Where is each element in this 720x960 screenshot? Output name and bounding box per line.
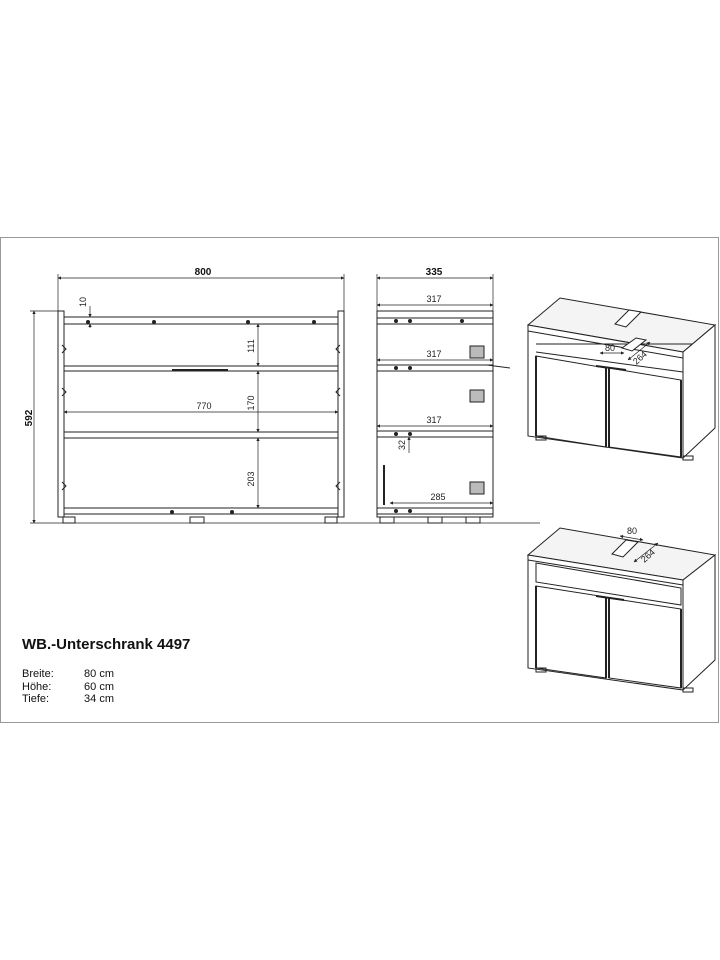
- hinge-middle: [469, 389, 485, 403]
- spec-row-depth: Tiefe: 34 cm: [22, 693, 114, 706]
- label-depth-top: 317: [426, 294, 441, 304]
- spec-value-depth: 34 cm: [84, 693, 114, 705]
- hinge-lower: [469, 481, 485, 495]
- foot-left: [62, 516, 76, 524]
- spec-label-height: Höhe:: [22, 680, 52, 693]
- label-compartment-middle: 170: [246, 395, 256, 410]
- label-depth: 335: [426, 267, 443, 278]
- left-side-panel: [57, 310, 65, 518]
- spec-label-width: Breite:: [22, 668, 54, 680]
- spec-value-width: 80 cm: [84, 668, 114, 680]
- product-title: WB.-Unterschrank 4497: [22, 636, 191, 653]
- spec-value-height: 60 cm: [84, 680, 114, 693]
- iso-view-open: [526, 297, 717, 461]
- side-view: [376, 310, 511, 524]
- foot-center: [189, 516, 205, 524]
- label-cutout-width-2: 80: [627, 526, 637, 536]
- label-depth-middle: 317: [426, 349, 441, 359]
- front-view: [30, 310, 540, 524]
- spec-row-width: Breite: 80 cm: [22, 668, 114, 681]
- top-panel: [63, 316, 339, 325]
- label-shelf-offset: 32: [397, 440, 407, 450]
- label-width: 800: [195, 267, 212, 278]
- hinge-marks: [61, 344, 341, 491]
- right-side-panel: [337, 310, 345, 518]
- label-compartment-bottom: 203: [246, 471, 256, 486]
- bottom-panel: [63, 507, 339, 515]
- label-cutout-width-1: 80: [605, 343, 615, 353]
- label-compartment-top: 111: [246, 339, 256, 353]
- spec-row-height: Höhe: 60 cm: [22, 681, 114, 694]
- middle-shelf: [63, 431, 339, 439]
- label-depth-lower: 317: [426, 415, 441, 425]
- hinge-upper: [469, 345, 485, 359]
- label-inner-depth: 285: [430, 492, 445, 502]
- spec-list: Breite: 80 cm Höhe: 60 cm Tiefe: 34 cm: [22, 668, 114, 706]
- foot-right: [324, 516, 338, 524]
- label-inner-width: 770: [196, 401, 211, 411]
- label-shelf-thickness: 10: [78, 297, 88, 307]
- label-height: 592: [24, 409, 35, 426]
- spec-label-depth: Tiefe:: [22, 693, 50, 705]
- iso-view-closed: [526, 527, 717, 693]
